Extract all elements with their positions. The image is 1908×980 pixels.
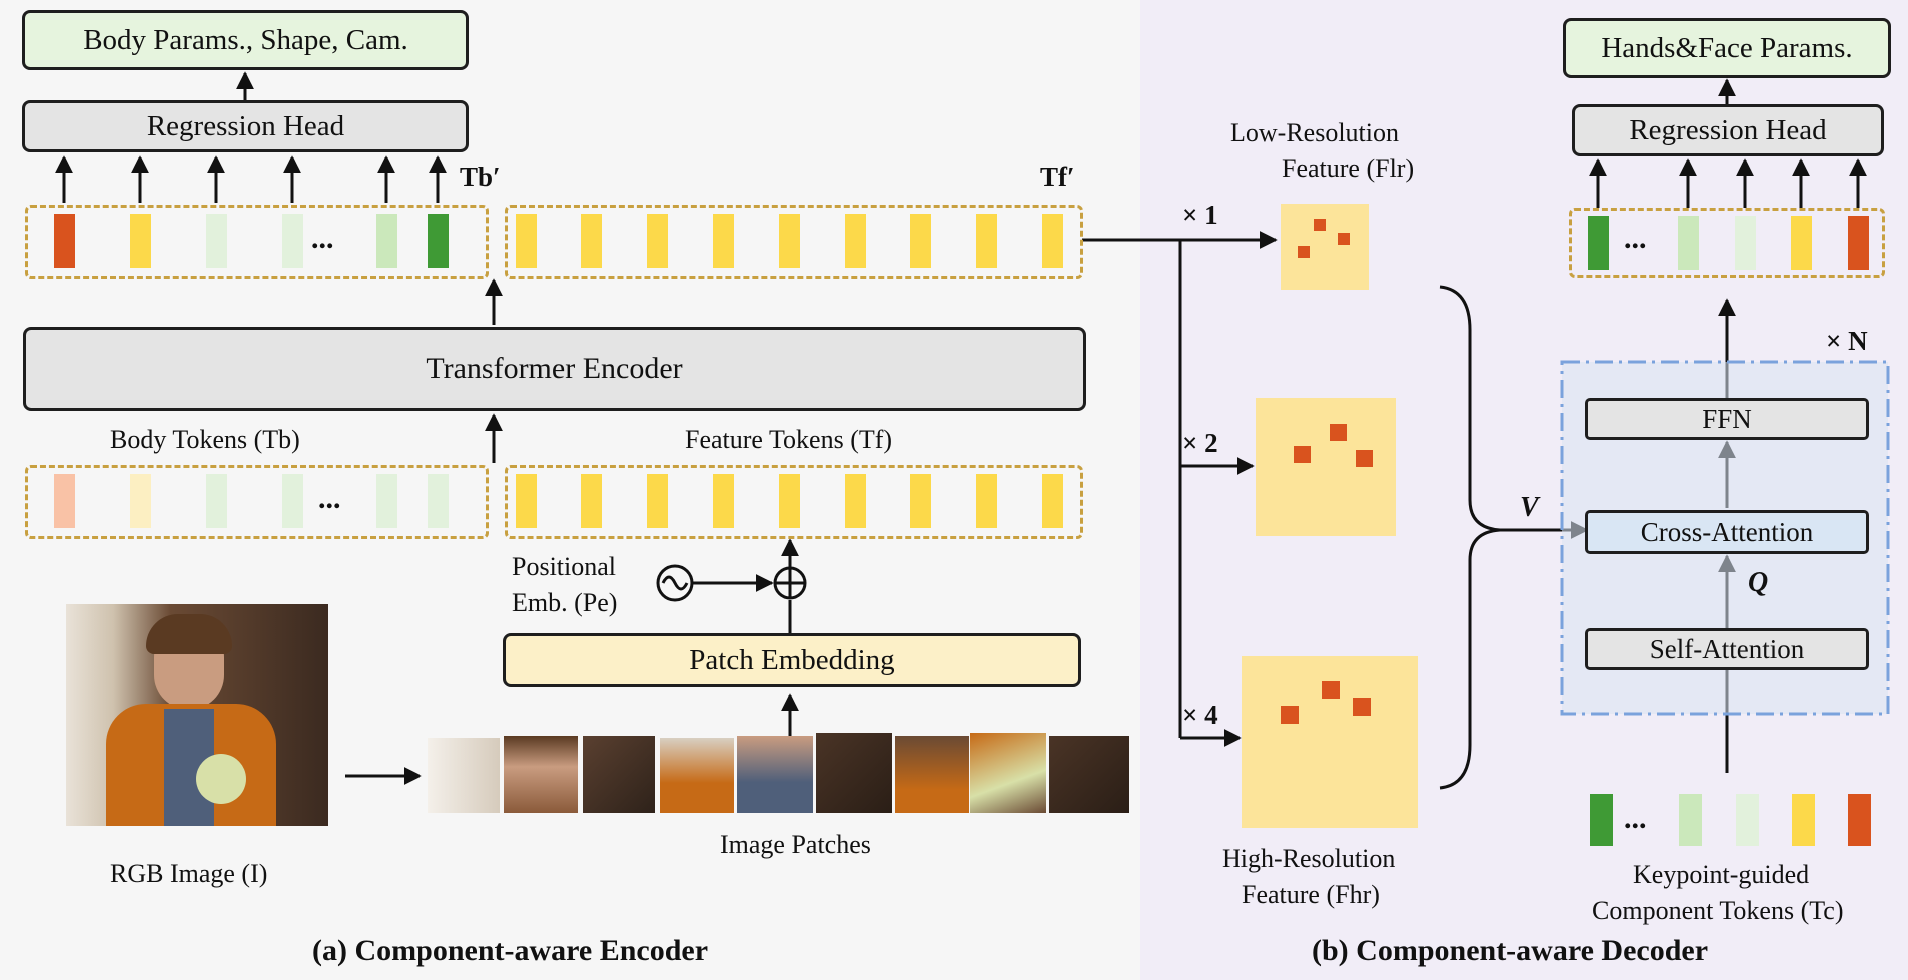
mid-res-feature-map [1256, 398, 1396, 536]
component-token [1848, 216, 1869, 270]
body-tokens-label: Body Tokens (Tb) [110, 425, 300, 454]
ellipsis: ... [1624, 222, 1647, 255]
ellipsis: ... [318, 482, 341, 515]
body-token [130, 214, 151, 268]
repeat-n-label: × N [1826, 326, 1868, 356]
component-tokens-out-group [1569, 208, 1885, 278]
image-patches-label: Image Patches [720, 830, 871, 859]
rgb-image [66, 604, 328, 826]
image-patch [1049, 736, 1129, 813]
body-token [376, 474, 397, 528]
positional-embedding-icon [656, 564, 694, 602]
feature-token [976, 214, 997, 268]
feature-token [845, 214, 866, 268]
positional-label-line1: Positional [512, 552, 617, 581]
body-token [376, 214, 397, 268]
feature-token [910, 214, 931, 268]
body-params-output: Body Params., Shape, Cam. [22, 10, 469, 70]
component-token [1792, 794, 1815, 846]
image-patch [737, 736, 813, 813]
component-token [1791, 216, 1812, 270]
feature-token [713, 214, 734, 268]
body-token [54, 214, 75, 268]
positional-label-line2: Emb. (Pe) [512, 588, 618, 617]
image-patch [816, 733, 892, 813]
image-patch [504, 736, 578, 813]
feature-token [845, 474, 866, 528]
high-res-label-line2: Feature (Fhr) [1242, 880, 1380, 909]
body-token [428, 474, 449, 528]
feature-token [976, 474, 997, 528]
self-attention-block: Self-Attention [1585, 628, 1869, 670]
component-token [1848, 794, 1871, 846]
encoder-regression-head: Regression Head [22, 100, 469, 152]
image-patch [895, 736, 969, 813]
image-patch [660, 738, 734, 813]
body-token [54, 474, 75, 528]
scale-4-label: × 4 [1182, 700, 1218, 730]
body-token [206, 214, 227, 268]
decoder-caption: (b) Component-aware Decoder [1312, 934, 1709, 967]
feature-token [647, 474, 668, 528]
feature-token [516, 474, 537, 528]
image-patch [970, 733, 1046, 813]
add-operator-icon [773, 566, 807, 600]
body-token [282, 474, 303, 528]
feature-token [910, 474, 931, 528]
feature-token [779, 214, 800, 268]
high-res-feature-map [1242, 656, 1418, 828]
low-res-label-line1: Low-Resolution [1230, 118, 1399, 147]
component-tokens-label-line1: Keypoint-guided [1633, 860, 1810, 889]
cross-attention-block: Cross-Attention [1585, 510, 1869, 554]
image-patch [583, 736, 655, 813]
body-tokens-out-label: Tb′ [460, 162, 501, 192]
body-token [130, 474, 151, 528]
feature-token [647, 214, 668, 268]
body-token [282, 214, 303, 268]
ffn-block: FFN [1585, 398, 1869, 440]
feature-tokens-in-group [505, 465, 1083, 539]
component-token [1679, 794, 1702, 846]
component-token [1736, 794, 1759, 846]
component-token [1678, 216, 1699, 270]
high-res-label-line1: High-Resolution [1222, 844, 1396, 873]
rgb-image-label: RGB Image (I) [110, 859, 268, 888]
body-tokens-in-group [25, 465, 489, 539]
component-token [1590, 794, 1613, 846]
ellipsis: ... [311, 222, 334, 255]
value-input-label: V [1520, 492, 1539, 523]
feature-token [779, 474, 800, 528]
image-patch [428, 738, 500, 813]
ellipsis: ... [1624, 802, 1647, 835]
feature-token [581, 474, 602, 528]
component-token [1735, 216, 1756, 270]
component-tokens-label-line2: Component Tokens (Tc) [1592, 896, 1844, 925]
low-res-label-line2: Feature (Flr) [1282, 154, 1415, 183]
low-res-feature-map [1281, 204, 1369, 290]
scale-1-label: × 1 [1182, 200, 1218, 230]
hands-face-output: Hands&Face Params. [1563, 18, 1891, 78]
feature-tokens-label: Feature Tokens (Tf) [685, 425, 893, 454]
feature-token [1042, 214, 1063, 268]
feature-token [1042, 474, 1063, 528]
decoder-regression-head: Regression Head [1572, 104, 1884, 156]
transformer-encoder: Transformer Encoder [23, 327, 1086, 411]
feature-tokens-out-label: Tf′ [1040, 162, 1075, 192]
body-token [428, 214, 449, 268]
query-input-label: Q [1748, 567, 1769, 598]
scale-2-label: × 2 [1182, 428, 1218, 458]
component-token [1588, 216, 1609, 270]
body-token [206, 474, 227, 528]
feature-token [713, 474, 734, 528]
encoder-caption: (a) Component-aware Encoder [312, 934, 709, 967]
feature-tokens-out-group [505, 205, 1083, 279]
patch-embedding: Patch Embedding [503, 633, 1081, 687]
feature-token [581, 214, 602, 268]
feature-token [516, 214, 537, 268]
body-tokens-out-group [25, 205, 489, 279]
